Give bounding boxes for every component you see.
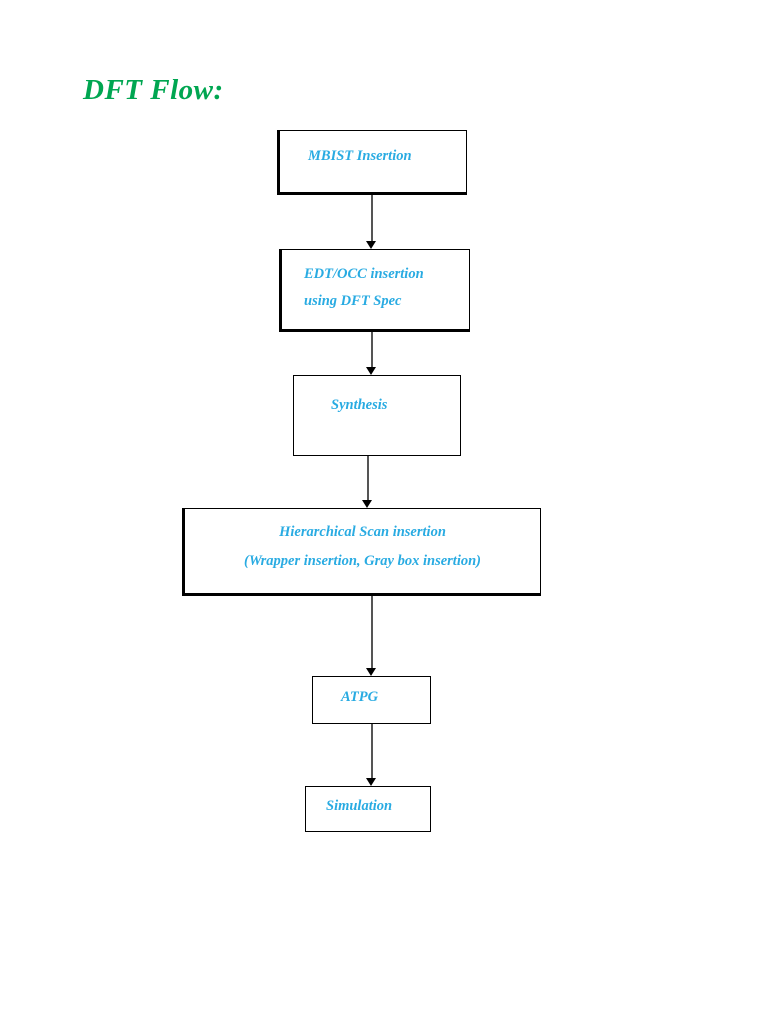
- flow-node-mbist-insertion-label: MBIST Insertion: [308, 148, 412, 164]
- flow-node-edt-occ-insertion[interactable]: EDT/OCC insertion using DFT Spec: [279, 249, 472, 332]
- page-title: DFT Flow:: [83, 74, 224, 106]
- flow-node-simulation[interactable]: Simulation: [305, 786, 433, 834]
- flow-node-hierarchical-scan-insertion-label-line1: Hierarchical Scan insertion: [279, 524, 446, 540]
- flow-node-hierarchical-scan-insertion[interactable]: Hierarchical Scan insertion (Wrapper ins…: [182, 508, 543, 596]
- flow-node-synthesis[interactable]: Synthesis: [293, 375, 463, 458]
- flow-node-edt-occ-insertion-label-line1: EDT/OCC insertion: [304, 266, 424, 282]
- connector-stem: [371, 332, 373, 367]
- connector-stem: [367, 456, 369, 500]
- flow-node-simulation-label: Simulation: [326, 798, 393, 814]
- arrowhead-down-icon: [366, 668, 377, 676]
- flow-node-synthesis-label: Synthesis: [331, 397, 388, 413]
- flow-node-atpg-label: ATPG: [341, 689, 379, 705]
- flow-node-edt-occ-insertion-label-line2: using DFT Spec: [304, 292, 402, 309]
- flow-node-atpg[interactable]: ATPG: [312, 676, 433, 726]
- arrowhead-down-icon: [366, 241, 377, 249]
- connector-stem: [371, 596, 373, 668]
- connector-stem: [371, 195, 373, 241]
- arrowhead-down-icon: [366, 367, 377, 375]
- arrowhead-down-icon: [366, 778, 377, 786]
- arrowhead-down-icon: [362, 500, 373, 508]
- flow-node-mbist-insertion[interactable]: MBIST Insertion: [277, 130, 469, 195]
- flow-node-hierarchical-scan-insertion-label-line2: (Wrapper insertion, Gray box insertion): [244, 552, 481, 569]
- connector-stem: [371, 724, 373, 778]
